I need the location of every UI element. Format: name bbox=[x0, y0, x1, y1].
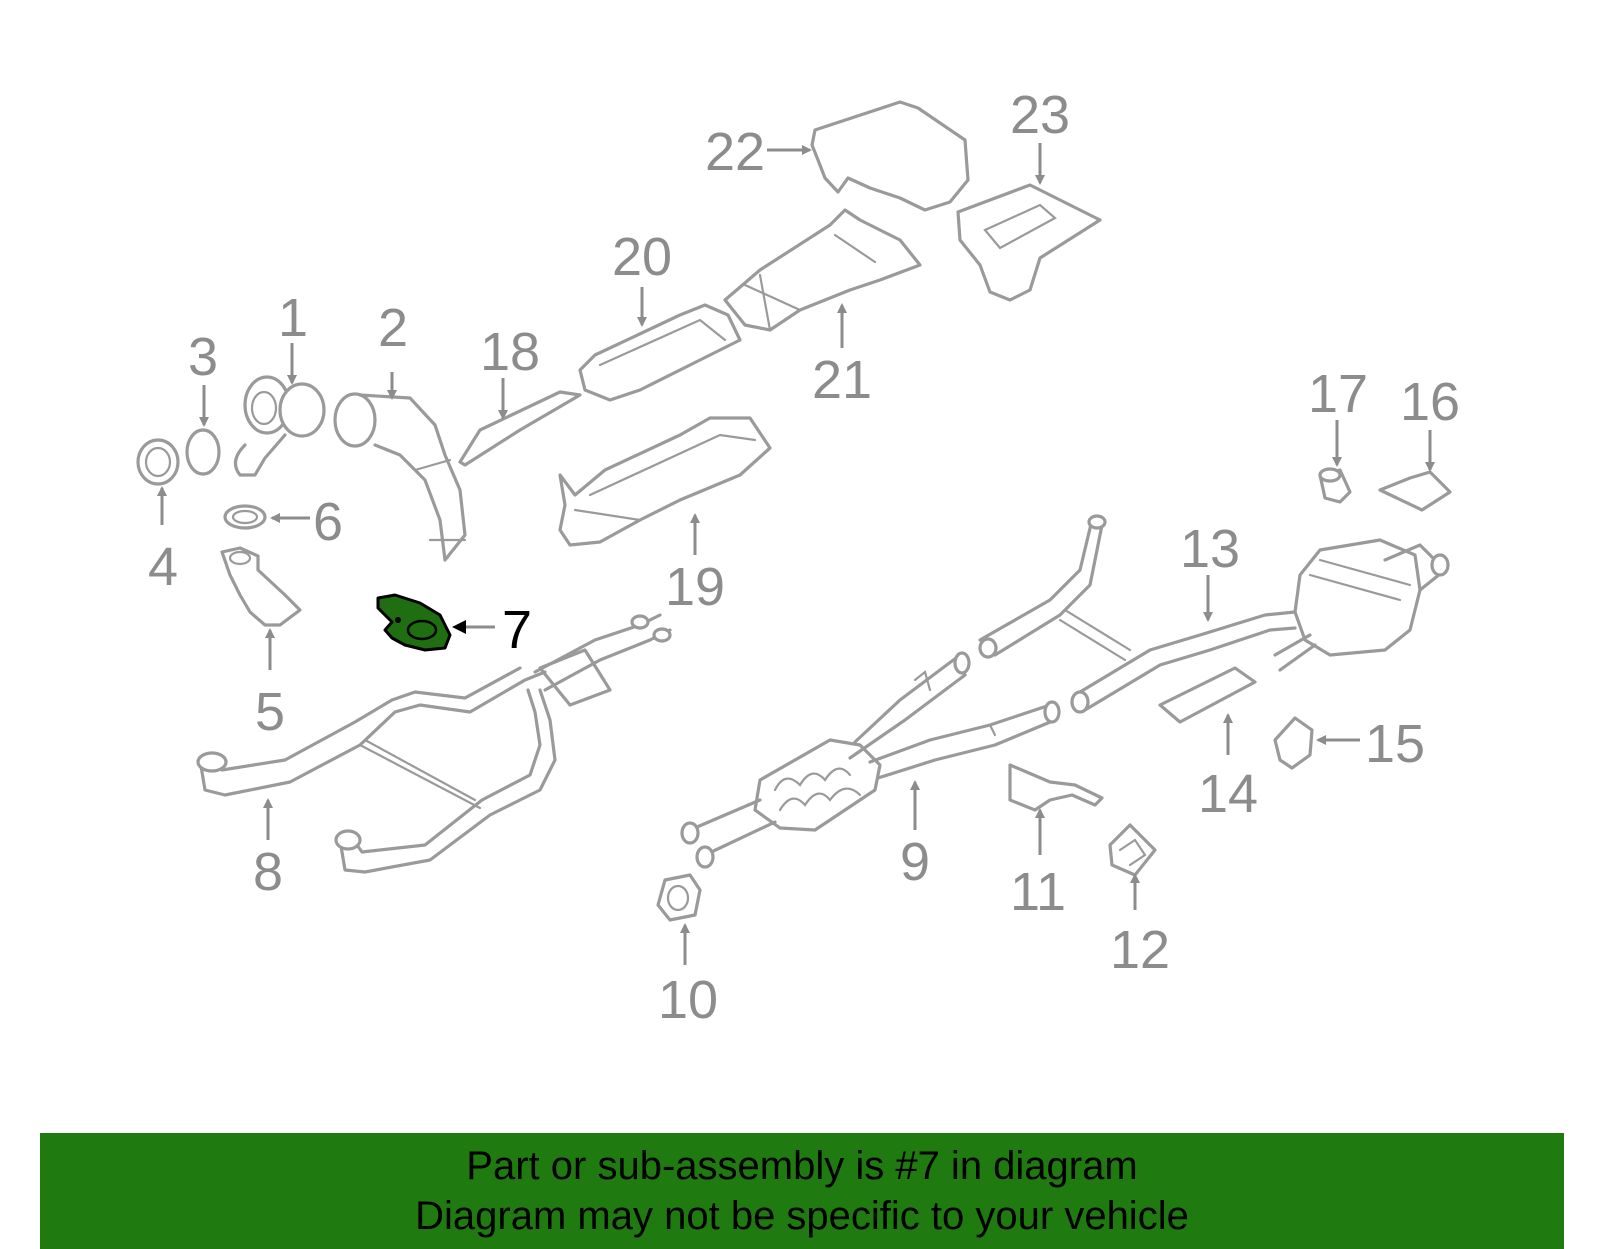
part-1-catalytic-converter[interactable] bbox=[233, 375, 326, 477]
callout-23: 23 bbox=[1010, 85, 1070, 145]
part-11-bracket[interactable] bbox=[1008, 763, 1104, 812]
callout-22: 22 bbox=[705, 122, 765, 182]
part-5-pipe[interactable] bbox=[220, 546, 302, 627]
callout-3: 3 bbox=[188, 327, 218, 387]
callout-11: 11 bbox=[1010, 862, 1066, 922]
part-20-heat-shield[interactable] bbox=[578, 303, 742, 402]
callout-1: 1 bbox=[278, 288, 308, 348]
callout-19: 19 bbox=[665, 557, 725, 617]
callout-13: 13 bbox=[1180, 519, 1240, 579]
callout-17: 17 bbox=[1308, 364, 1368, 424]
callout-14: 14 bbox=[1198, 764, 1258, 824]
part-12-hanger[interactable] bbox=[1108, 823, 1157, 877]
part-7-bracket-highlighted[interactable] bbox=[376, 593, 452, 652]
part-10-clamp[interactable] bbox=[656, 873, 702, 922]
part-16-bracket[interactable] bbox=[1378, 470, 1452, 512]
info-banner: Part or sub-assembly is #7 in diagram Di… bbox=[40, 1133, 1564, 1249]
callout-4: 4 bbox=[148, 537, 178, 597]
callout-8: 8 bbox=[253, 842, 283, 902]
part-17-exhaust-tip[interactable] bbox=[1318, 467, 1352, 504]
part-19-heat-shield[interactable] bbox=[558, 416, 772, 547]
part-4-clamp[interactable] bbox=[136, 438, 180, 486]
callout-15: 15 bbox=[1365, 714, 1425, 774]
part-14-heat-shield[interactable] bbox=[1158, 666, 1257, 724]
callout-18: 18 bbox=[480, 322, 540, 382]
banner-line-2: Diagram may not be specific to your vehi… bbox=[415, 1194, 1189, 1238]
callout-21: 21 bbox=[812, 350, 872, 410]
banner-line-1: Part or sub-assembly is #7 in diagram bbox=[466, 1144, 1138, 1188]
part-3-gasket[interactable] bbox=[185, 428, 221, 476]
callout-5: 5 bbox=[255, 682, 285, 742]
callout-20: 20 bbox=[612, 227, 672, 287]
callout-6: 6 bbox=[313, 492, 343, 552]
part-23-heat-shield[interactable] bbox=[956, 183, 1102, 302]
part-18-heat-shield[interactable] bbox=[458, 390, 582, 467]
callout-labels: 1 2 3 4 5 6 7 8 9 10 11 12 13 14 15 16 1… bbox=[148, 85, 1460, 1030]
exhaust-parts-diagram: 1 2 3 4 5 6 7 8 9 10 11 12 13 14 15 16 1… bbox=[136, 85, 1460, 1030]
callout-10: 10 bbox=[658, 970, 718, 1030]
callout-12: 12 bbox=[1110, 920, 1170, 980]
part-15-hanger[interactable] bbox=[1273, 716, 1314, 770]
callout-arrows bbox=[157, 143, 1435, 965]
part-21-heat-shield[interactable] bbox=[723, 208, 922, 332]
callout-9: 9 bbox=[900, 832, 930, 892]
part-6-gasket[interactable] bbox=[223, 504, 267, 530]
callout-2: 2 bbox=[378, 298, 408, 358]
part-2-catalytic-converter[interactable] bbox=[333, 392, 467, 562]
part-9-center-muffler[interactable] bbox=[680, 651, 1061, 869]
part-22-heat-shield[interactable] bbox=[810, 100, 970, 212]
callout-16: 16 bbox=[1400, 372, 1460, 432]
part-8-front-pipe[interactable] bbox=[196, 613, 672, 874]
callout-7: 7 bbox=[502, 600, 532, 660]
part-13-rear-muffler[interactable] bbox=[978, 514, 1450, 714]
